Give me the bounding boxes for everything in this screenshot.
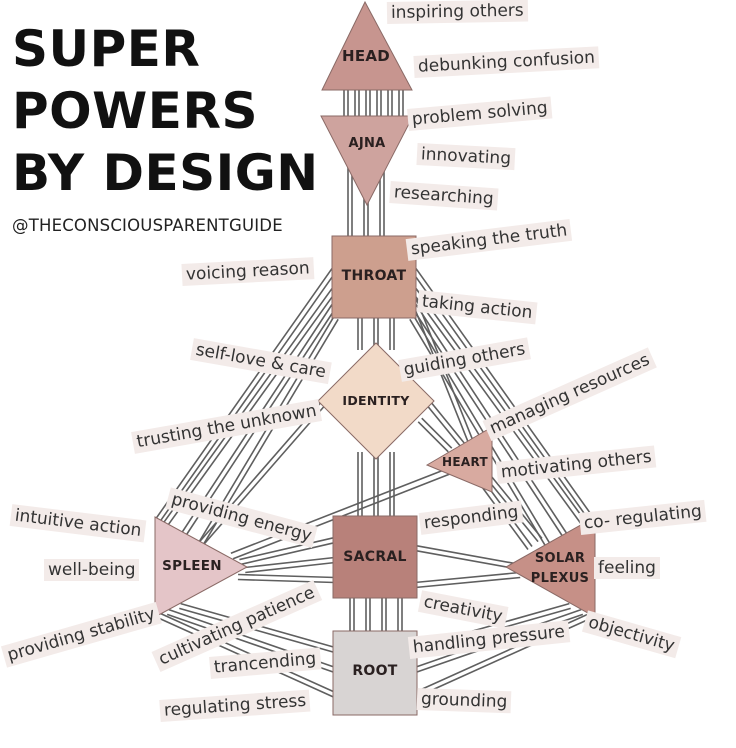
channel-line [237,578,335,584]
channel-line [166,290,337,527]
center-shapes [154,0,596,716]
channel-line [240,541,336,566]
title-line-2: POWERS [12,82,258,140]
channel-line [159,270,337,522]
channel-line [415,544,516,565]
channel-line [417,421,449,453]
channel-lines [155,88,595,699]
ajna-center-shape [320,115,414,207]
root-center-label: ROOT [352,663,398,679]
channel-line [411,291,584,527]
spleen-center-shape [154,516,249,618]
channel-line [415,288,588,524]
channel-line [230,466,452,554]
identity-center-label: IDENTITY [342,393,410,408]
root-center-shape [332,630,418,716]
ajna-center-label: AJNA [348,136,386,151]
channel-line [414,571,520,584]
channel-line [238,573,336,579]
head-center-shape [321,0,413,91]
heart-center-shape [425,426,493,493]
heart-center-label: HEART [442,455,488,469]
channel-line [162,288,333,525]
solar-plexus-center-label: SOLAR PLEXUS [530,551,590,586]
throat-center-label: THROAT [341,268,407,284]
throat-center-shape [331,235,417,319]
channel-line [239,536,335,561]
power-label-feeling: feeling [594,557,660,579]
channel-line [414,549,515,570]
spleen-center-label: SPLEEN [162,558,222,574]
main-title: SUPER POWERS BY DESIGN [12,18,319,204]
channel-line [421,417,453,449]
channel-line [245,561,336,574]
head-center-label: HEAD [342,47,391,65]
power-label-inspiring-others: inspiring others [386,0,528,24]
channel-line [155,268,333,520]
power-label-well-being: well-being [44,559,140,581]
instagram-handle: @THECONSCIOUSPARENTGUIDE [12,216,283,235]
channel-line [179,607,335,654]
power-label-grounding: grounding [416,688,512,714]
title-line-3: BY DESIGN [12,144,319,202]
sacral-center-shape [332,515,418,599]
title-line-1: SUPER [12,20,201,78]
channel-line [244,556,335,569]
sacral-center-label: SACRAL [343,549,407,565]
channel-line [415,576,521,589]
